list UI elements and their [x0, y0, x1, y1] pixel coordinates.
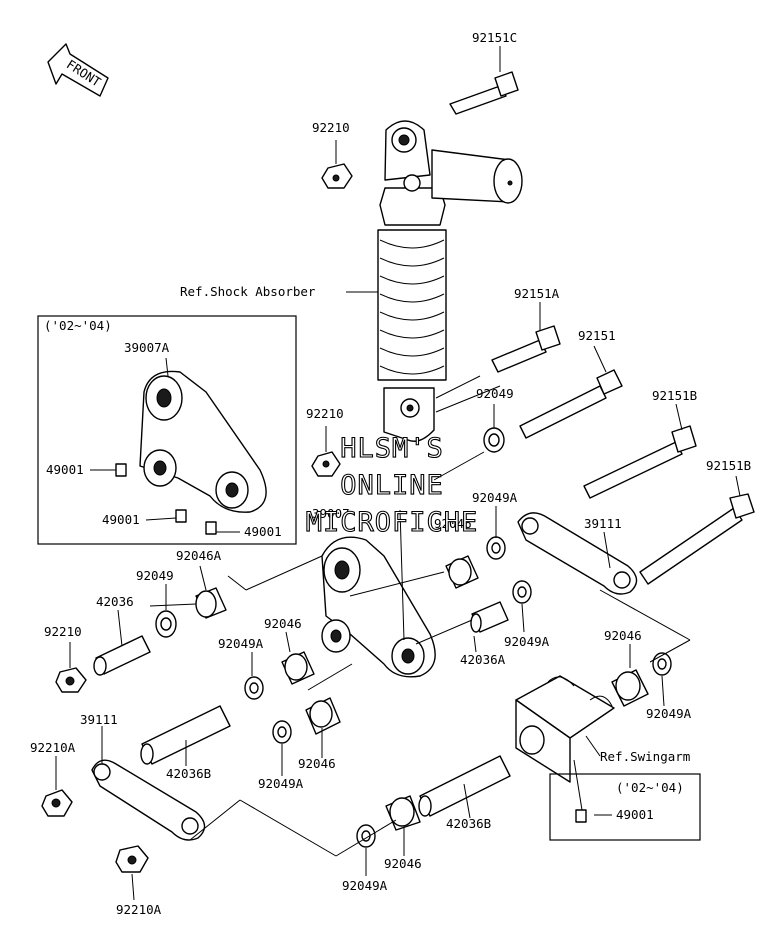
tie-rod-39111-right — [517, 512, 638, 595]
label-92049-mid: 92049 — [476, 386, 514, 401]
bearing-92046-center2 — [305, 697, 341, 735]
label-92210-top: 92210 — [312, 120, 350, 135]
label-39111-right: 39111 — [584, 516, 622, 531]
nut-92210-top — [321, 163, 353, 189]
nut-92210A-bottom — [115, 845, 149, 873]
label-92049A-mid: 92049A — [472, 490, 518, 505]
label-92049A-right1: 92049A — [504, 634, 550, 649]
nut-92210-mid — [311, 451, 341, 477]
washer-92049-left — [155, 610, 177, 638]
label-49001-c: 49001 — [244, 524, 282, 539]
label-49001-inset: 49001 — [616, 807, 654, 822]
label-ref-shock-absorber: Ref.Shock Absorber — [180, 284, 316, 299]
label-92210A-bottom: 92210A — [116, 902, 162, 917]
label-39111-left: 39111 — [80, 712, 118, 727]
label-92151A: 92151A — [514, 286, 560, 301]
washer-92049-mid — [483, 427, 505, 453]
inset-box-bottom — [549, 773, 701, 841]
washer-92049A-center — [244, 676, 264, 700]
rocker-arm-39007 — [321, 536, 436, 678]
inset-bottom-title: ('02~'04) — [616, 780, 684, 795]
collar-42036 — [93, 635, 151, 676]
label-42036: 42036 — [96, 594, 134, 609]
label-92049A-center2: 92049A — [258, 776, 304, 791]
tie-rod-39111-left — [91, 759, 206, 841]
bearing-92046A — [195, 587, 227, 619]
leader-lines — [55, 46, 741, 901]
bearing-92046-right — [611, 669, 649, 707]
label-92151B-2: 92151B — [706, 458, 751, 473]
watermark-line-1: HLSM'S — [340, 433, 444, 464]
label-92151: 92151 — [578, 328, 616, 343]
label-39007: 39007 — [312, 506, 350, 521]
label-92210A-top: 92210A — [30, 740, 76, 755]
label-ref-swingarm: Ref.Swingarm — [600, 749, 690, 764]
watermark-line-2: ONLINE — [340, 470, 444, 501]
nut-92210-left — [55, 667, 87, 693]
watermark-line-3: MICROFICHE — [306, 507, 479, 538]
label-92046-center: 92046 — [264, 616, 302, 631]
grease-nipple-49001-c — [205, 521, 217, 535]
collar-42036A — [470, 601, 509, 633]
nut-92210A-top — [41, 789, 73, 817]
label-92049A-bottom: 92049A — [342, 878, 388, 893]
inset-box-top — [37, 315, 297, 545]
grease-nipple-49001-inset — [575, 809, 587, 823]
label-92046-bottom: 92046 — [384, 856, 422, 871]
washer-92049A-right1 — [512, 580, 532, 604]
label-92046A: 92046A — [176, 548, 222, 563]
label-49001-b: 49001 — [102, 512, 140, 527]
label-92049-left: 92049 — [136, 568, 174, 583]
washer-92049A-center2 — [272, 720, 292, 744]
label-92049A-right2: 92049A — [646, 706, 692, 721]
washer-92049A-right2 — [652, 652, 672, 676]
label-92046-right: 92046 — [604, 628, 642, 643]
grease-nipple-49001-a — [115, 463, 127, 477]
bolt-92151C — [449, 71, 519, 115]
label-42036A: 42036A — [460, 652, 506, 667]
watermark: HLSM'S ONLINE MICROFICHE — [305, 432, 479, 538]
label-49001-a: 49001 — [46, 462, 84, 477]
label-92046-top: 92046 — [434, 516, 472, 531]
washer-92049A-bottom — [356, 824, 376, 848]
inset-top-title: ('02~'04) — [44, 318, 112, 333]
front-direction-arrow: FRONT — [47, 43, 109, 97]
label-92049A-center: 92049A — [218, 636, 264, 651]
rocker-arm-39007A — [139, 370, 267, 513]
label-92210-left: 92210 — [44, 624, 82, 639]
label-92151B: 92151B — [652, 388, 697, 403]
bolt-92151A — [491, 325, 561, 373]
collar-42036B-left — [140, 705, 231, 765]
label-42036B-left: 42036B — [166, 766, 211, 781]
bearing-92046-center — [281, 651, 315, 685]
bearing-92046-bottom — [385, 795, 421, 831]
label-92151C: 92151C — [472, 30, 517, 45]
swingarm-section — [515, 675, 615, 783]
label-92210-mid: 92210 — [306, 406, 344, 421]
label-42036B-right: 42036B — [446, 816, 491, 831]
collar-42036B-right — [418, 755, 511, 817]
bolt-92151 — [519, 369, 623, 439]
shock-absorber — [377, 120, 523, 442]
label-92046-center2: 92046 — [298, 756, 336, 771]
bearing-92046-top — [445, 555, 479, 589]
label-39007A: 39007A — [124, 340, 170, 355]
grease-nipple-49001-b — [175, 509, 187, 523]
bolt-92151B-2 — [639, 493, 755, 585]
part-labels: 92151C 92210 Ref.Shock Absorber 92151A 9… — [30, 30, 751, 917]
bolt-92151B — [583, 425, 697, 499]
washer-92049A-mid — [486, 536, 506, 560]
